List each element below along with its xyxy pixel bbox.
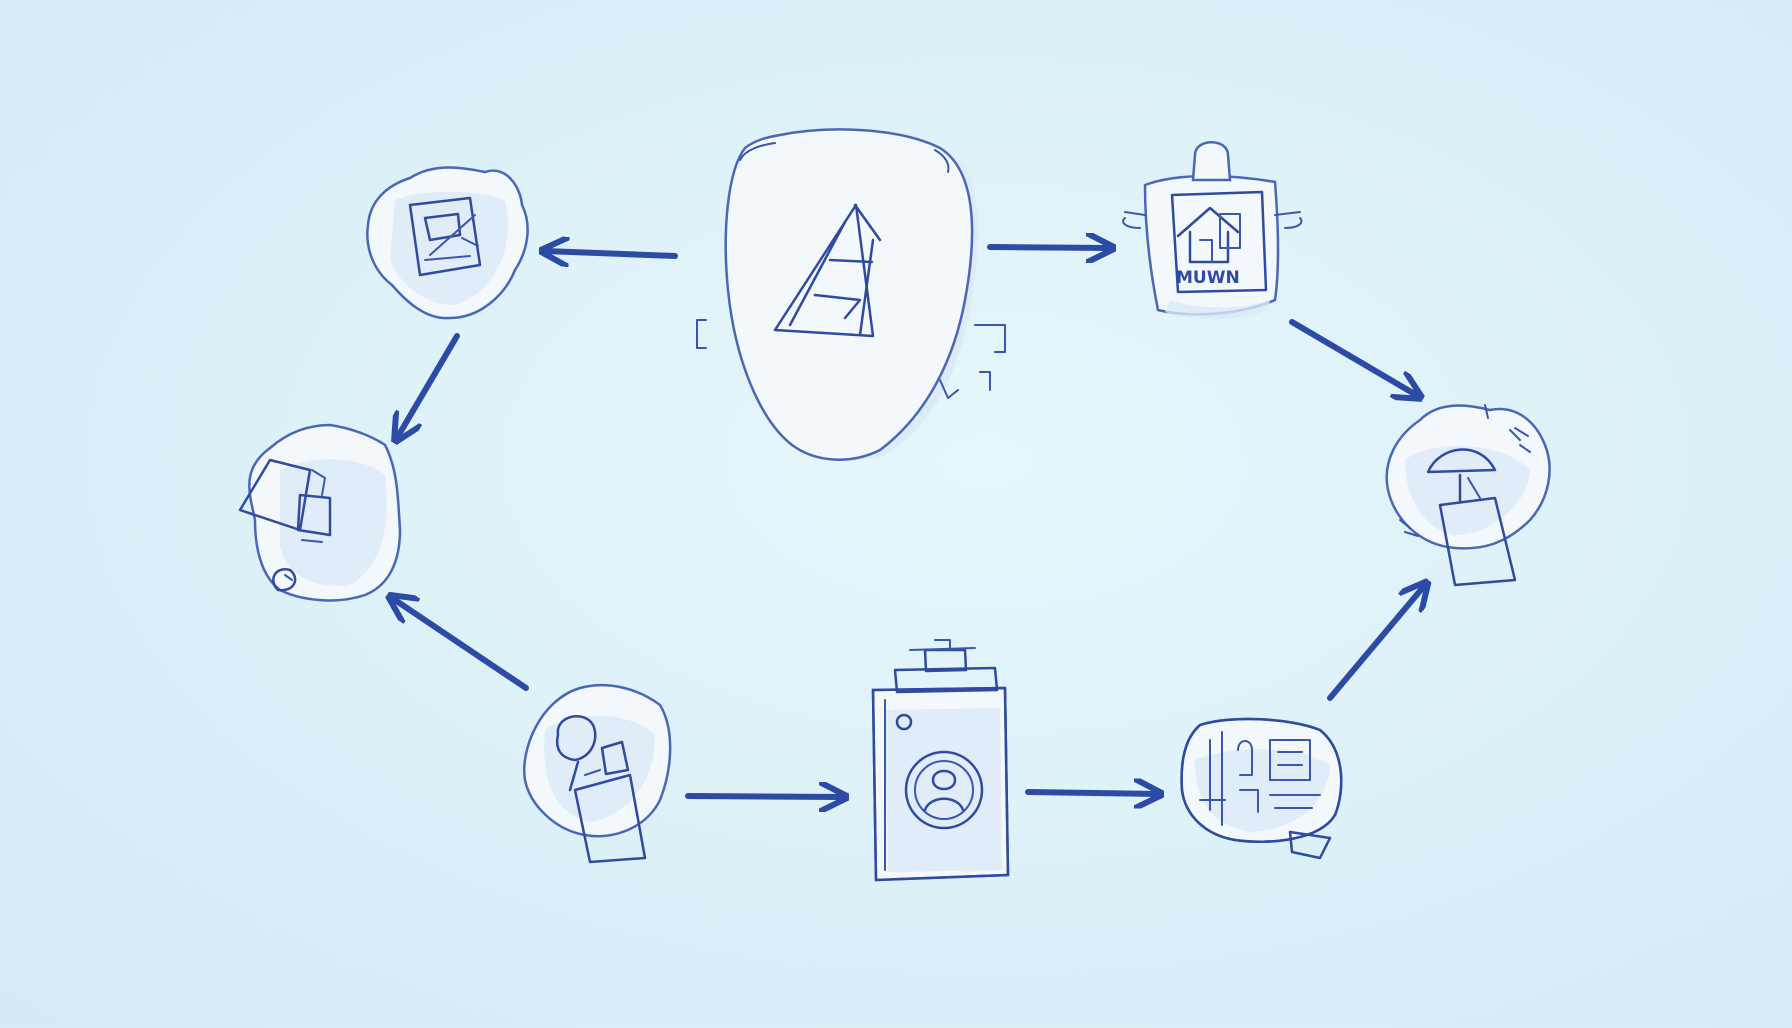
arrow-bottom-left-to-bottom-center xyxy=(685,796,843,797)
person-document-icon xyxy=(523,684,672,864)
building-sign-label: MUWN xyxy=(1176,268,1240,288)
arrows xyxy=(392,247,1425,797)
document-seal-icon xyxy=(366,166,529,320)
brain-circuit-icon xyxy=(1180,717,1343,860)
tag-bag-icon xyxy=(238,423,402,602)
arrow-center-to-top-right xyxy=(987,247,1110,248)
arrow-bottom-right-to-right xyxy=(1327,585,1425,701)
arrow-bottom-center-to-bottom-right xyxy=(1025,792,1158,794)
arrow-top-left-to-left xyxy=(397,333,460,438)
shield-icon xyxy=(696,128,1006,461)
id-card-icon xyxy=(871,639,1010,882)
arrow-top-right-to-right xyxy=(1289,319,1418,396)
building-sign-icon: MUWN xyxy=(1122,141,1303,320)
arrow-bottom-left-to-left xyxy=(392,598,529,691)
umbrella-document-icon xyxy=(1385,404,1551,587)
arrow-center-to-top-left xyxy=(545,251,678,256)
